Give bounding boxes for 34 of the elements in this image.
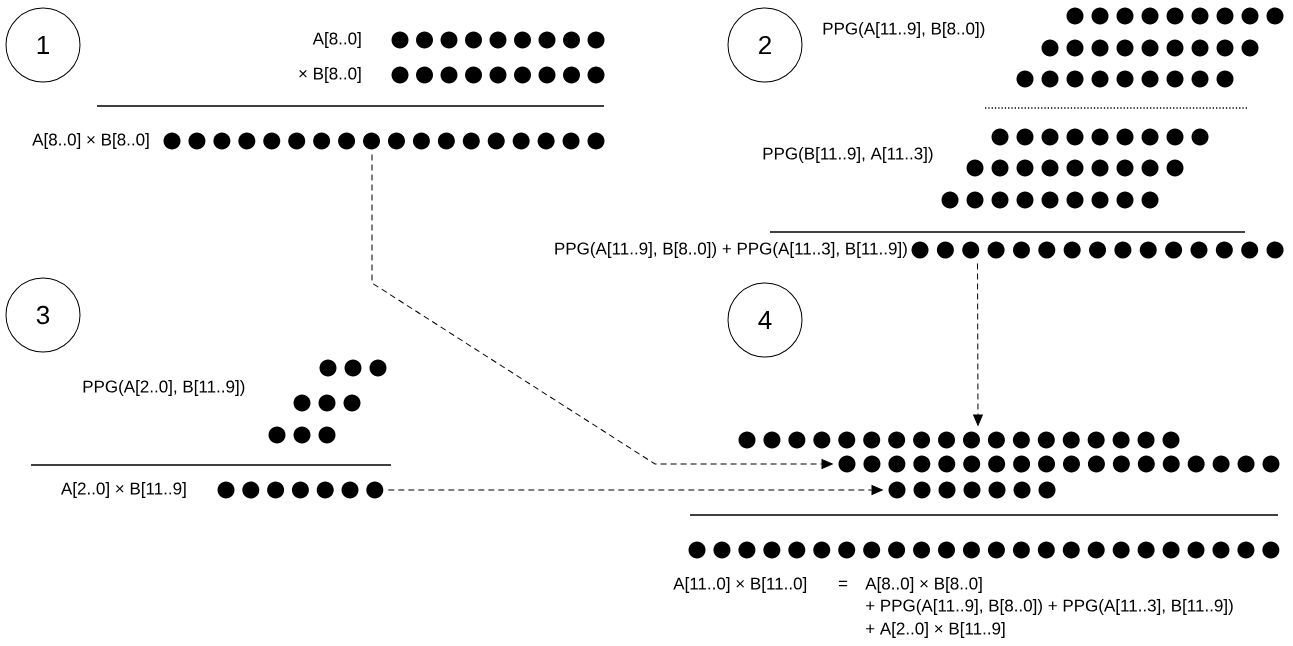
dot-row (688, 541, 1280, 559)
dot-row (391, 31, 605, 49)
dot-row (293, 394, 361, 412)
row-label: A[2..0] × B[11..9] (61, 482, 186, 498)
label: = (838, 580, 848, 587)
dot-row (738, 431, 1180, 449)
dot-row (1066, 7, 1284, 25)
label: + PPG(A[11..9], B[8..0]) + PPG(A[11..3], B[11..9]) (866, 599, 1233, 615)
row-label: A[8..0] (312, 32, 361, 48)
dot-row (163, 132, 605, 150)
dot-row (391, 66, 605, 84)
dot-row (966, 159, 1184, 177)
label: A[11..0] × B[11..0] (673, 577, 807, 593)
dot-row (268, 426, 336, 444)
dot-row (1016, 70, 1234, 88)
dot-row (217, 481, 384, 499)
row-label: × B[8..0] (299, 67, 361, 83)
row-label: A[8..0] × B[8..0] (32, 133, 149, 149)
dot-row (911, 241, 1284, 259)
dot-row (838, 455, 1280, 473)
dot-row (991, 128, 1209, 146)
arrow (973, 263, 983, 426)
label: + A[2..0] × B[11..9] (866, 622, 1005, 638)
label: PPG(A[2..0], B[11..9]) (83, 380, 245, 396)
dot-row (888, 481, 1056, 499)
dot-row (319, 359, 387, 377)
row-label: PPG(A[11..9], B[8..0]) + PPG(A[11..3], B[11..9]) (555, 242, 907, 258)
arrow (371, 154, 833, 469)
dot-row (1041, 39, 1259, 57)
dot-row (941, 191, 1159, 209)
label: PPG(A[11..9], B[8..0]) (823, 22, 985, 38)
arrow (387, 485, 883, 495)
label: PPG(B[11..9], A[11..3]) (763, 147, 933, 163)
label: A[8..0] × B[8..0] (865, 577, 982, 593)
